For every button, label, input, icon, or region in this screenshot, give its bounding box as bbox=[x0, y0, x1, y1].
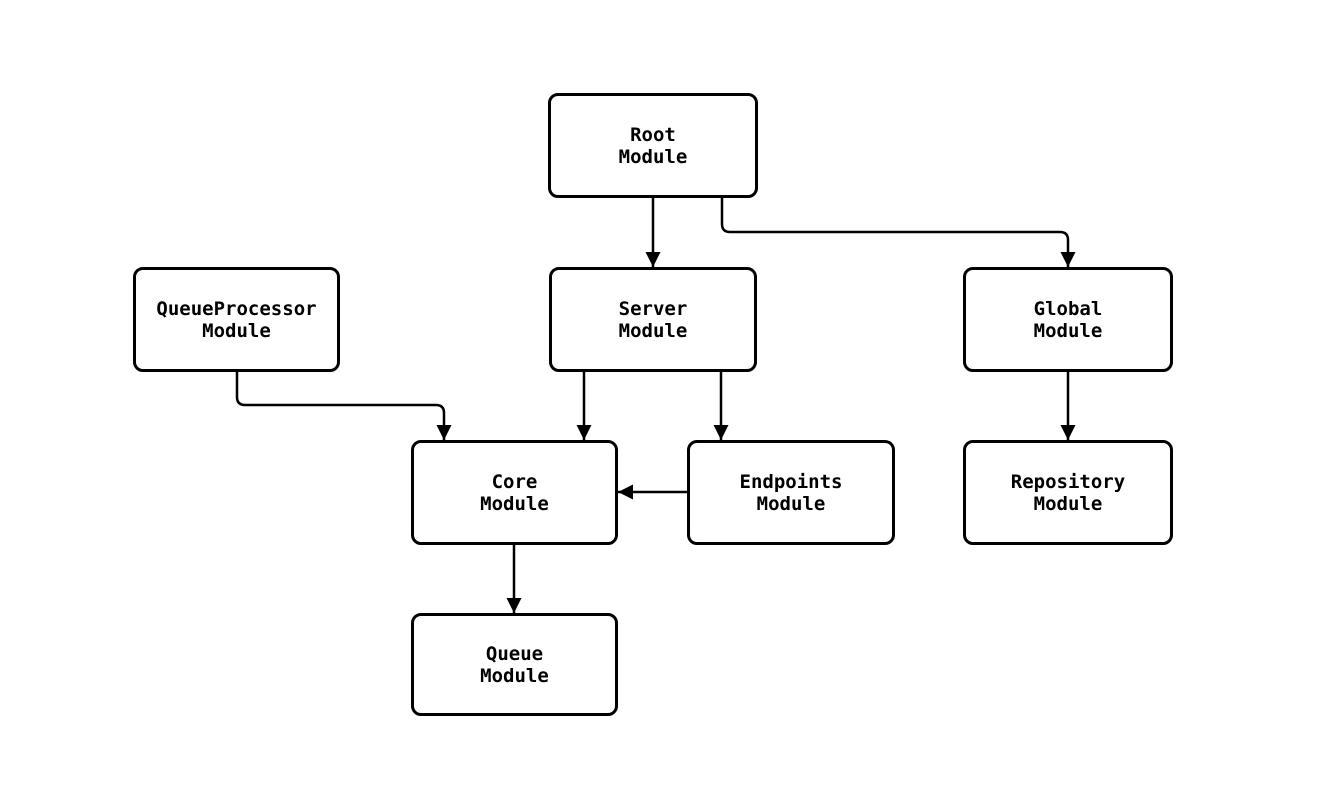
node-queue-module: Queue Module bbox=[411, 613, 618, 716]
node-label-line: Server bbox=[618, 297, 688, 320]
node-label-line: Module bbox=[756, 492, 826, 515]
node-server-module: Server Module bbox=[549, 267, 757, 372]
node-label-line: Module bbox=[1033, 492, 1103, 515]
node-label-line: Module bbox=[1033, 319, 1103, 342]
node-label-line: Core bbox=[491, 470, 538, 493]
edge-root-to-global bbox=[720, 198, 1076, 267]
node-label-line: Module bbox=[618, 145, 688, 168]
node-label-line: Queue bbox=[485, 642, 544, 665]
node-core-module: Core Module bbox=[411, 440, 618, 545]
node-label-line: Repository bbox=[1010, 470, 1126, 493]
node-root-module: Root Module bbox=[548, 93, 758, 198]
node-queueprocessor-module: QueueProcessor Module bbox=[133, 267, 340, 372]
node-label-line: Module bbox=[480, 492, 549, 515]
node-label-line: Module bbox=[480, 664, 549, 687]
node-global-module: Global Module bbox=[963, 267, 1173, 372]
node-label-line: Module bbox=[202, 319, 271, 342]
node-label-line: QueueProcessor bbox=[156, 297, 317, 320]
node-label-line: Root bbox=[630, 123, 676, 146]
node-label-line: Global bbox=[1033, 297, 1103, 320]
node-endpoints-module: Endpoints Module bbox=[687, 440, 895, 545]
edge-queueprocessor-to-core bbox=[235, 372, 452, 440]
node-label-line: Module bbox=[618, 319, 688, 342]
edges-group bbox=[235, 198, 1076, 613]
node-repository-module: Repository Module bbox=[963, 440, 1173, 545]
node-label-line: Endpoints bbox=[739, 470, 843, 493]
